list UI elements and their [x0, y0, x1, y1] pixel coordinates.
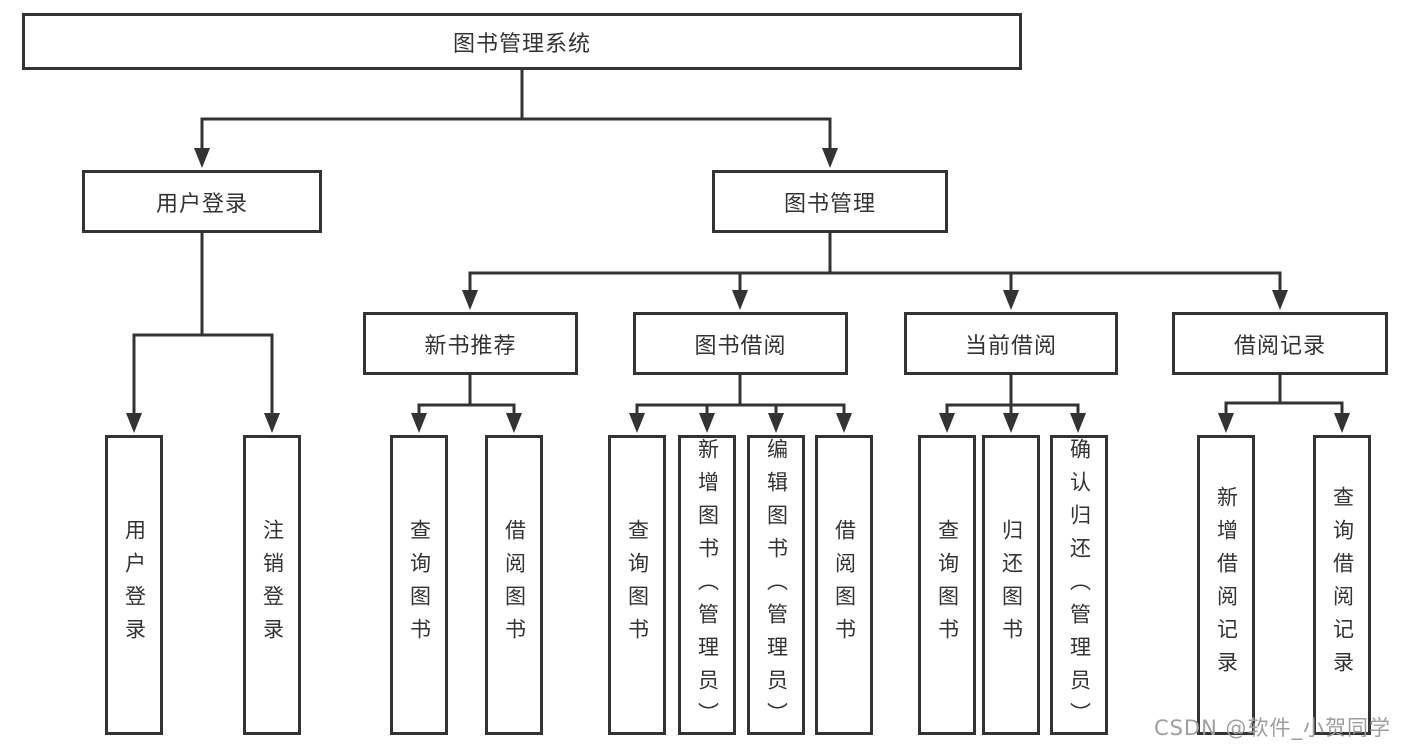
connector-root: [200, 70, 832, 150]
leaf-label: 归还图书: [999, 519, 1024, 651]
leaf-query-borrow-record: 查询借阅记录: [1313, 435, 1371, 735]
connector-book-mgmt-branch: [468, 233, 1282, 292]
leaf-label: 借阅图书: [832, 519, 857, 651]
leaf-query-books-current: 查询图书: [918, 435, 976, 735]
node-label: 用户登录: [155, 191, 248, 217]
leaf-label: 查询图书: [935, 519, 960, 651]
leaf-query-books-borrow: 查询图书: [608, 435, 666, 735]
leaf-edit-books-admin: 编辑图书（管理员）: [747, 435, 805, 735]
leaf-user-login: 用户登录: [105, 435, 163, 735]
connector-book-borrow: [635, 375, 846, 415]
leaf-label: 新增图书（管理员）: [695, 438, 720, 735]
leaf-borrow-books: 借阅图书: [815, 435, 873, 735]
node-label: 图书管理: [783, 191, 876, 217]
leaf-borrow-books-rec: 借阅图书: [485, 435, 543, 735]
connector-new-book-rec: [417, 375, 516, 415]
leaf-add-borrow-record: 新增借阅记录: [1197, 435, 1255, 735]
node-current-borrow: 当前借阅: [904, 312, 1118, 375]
connector-current-borrow: [945, 375, 1080, 415]
node-book-mgmt-branch: 图书管理: [712, 170, 948, 233]
arrowheads: [126, 148, 1350, 433]
leaf-logout: 注销登录: [243, 435, 301, 735]
node-borrow-records: 借阅记录: [1172, 312, 1388, 375]
leaf-label: 注销登录: [260, 519, 285, 651]
leaf-label: 借阅图书: [502, 519, 527, 651]
node-user-login-branch: 用户登录: [82, 170, 322, 233]
leaf-label: 用户登录: [122, 519, 147, 651]
node-label: 当前借阅: [964, 333, 1057, 359]
node-label: 图书管理系统: [452, 31, 591, 57]
leaf-confirm-return-admin: 确认归还（管理员）: [1050, 435, 1108, 735]
leaf-label: 新增借阅记录: [1214, 486, 1239, 684]
node-root-system: 图书管理系统: [22, 13, 1022, 70]
node-label: 新书推荐: [424, 333, 517, 359]
leaf-add-books-admin: 新增图书（管理员）: [678, 435, 736, 735]
node-label: 图书借阅: [694, 333, 787, 359]
connector-user-login-branch: [132, 233, 274, 415]
node-book-borrow: 图书借阅: [633, 312, 848, 375]
leaf-label: 查询借阅记录: [1330, 486, 1355, 684]
leaf-query-books-rec: 查询图书: [390, 435, 448, 735]
node-label: 借阅记录: [1233, 333, 1326, 359]
leaf-return-books: 归还图书: [982, 435, 1040, 735]
node-new-book-rec: 新书推荐: [363, 312, 578, 375]
leaf-label: 确认归还（管理员）: [1067, 438, 1092, 735]
leaf-label: 查询图书: [625, 519, 650, 651]
connector-borrow-records: [1224, 375, 1344, 415]
leaf-label: 编辑图书（管理员）: [764, 438, 789, 735]
leaf-label: 查询图书: [407, 519, 432, 651]
